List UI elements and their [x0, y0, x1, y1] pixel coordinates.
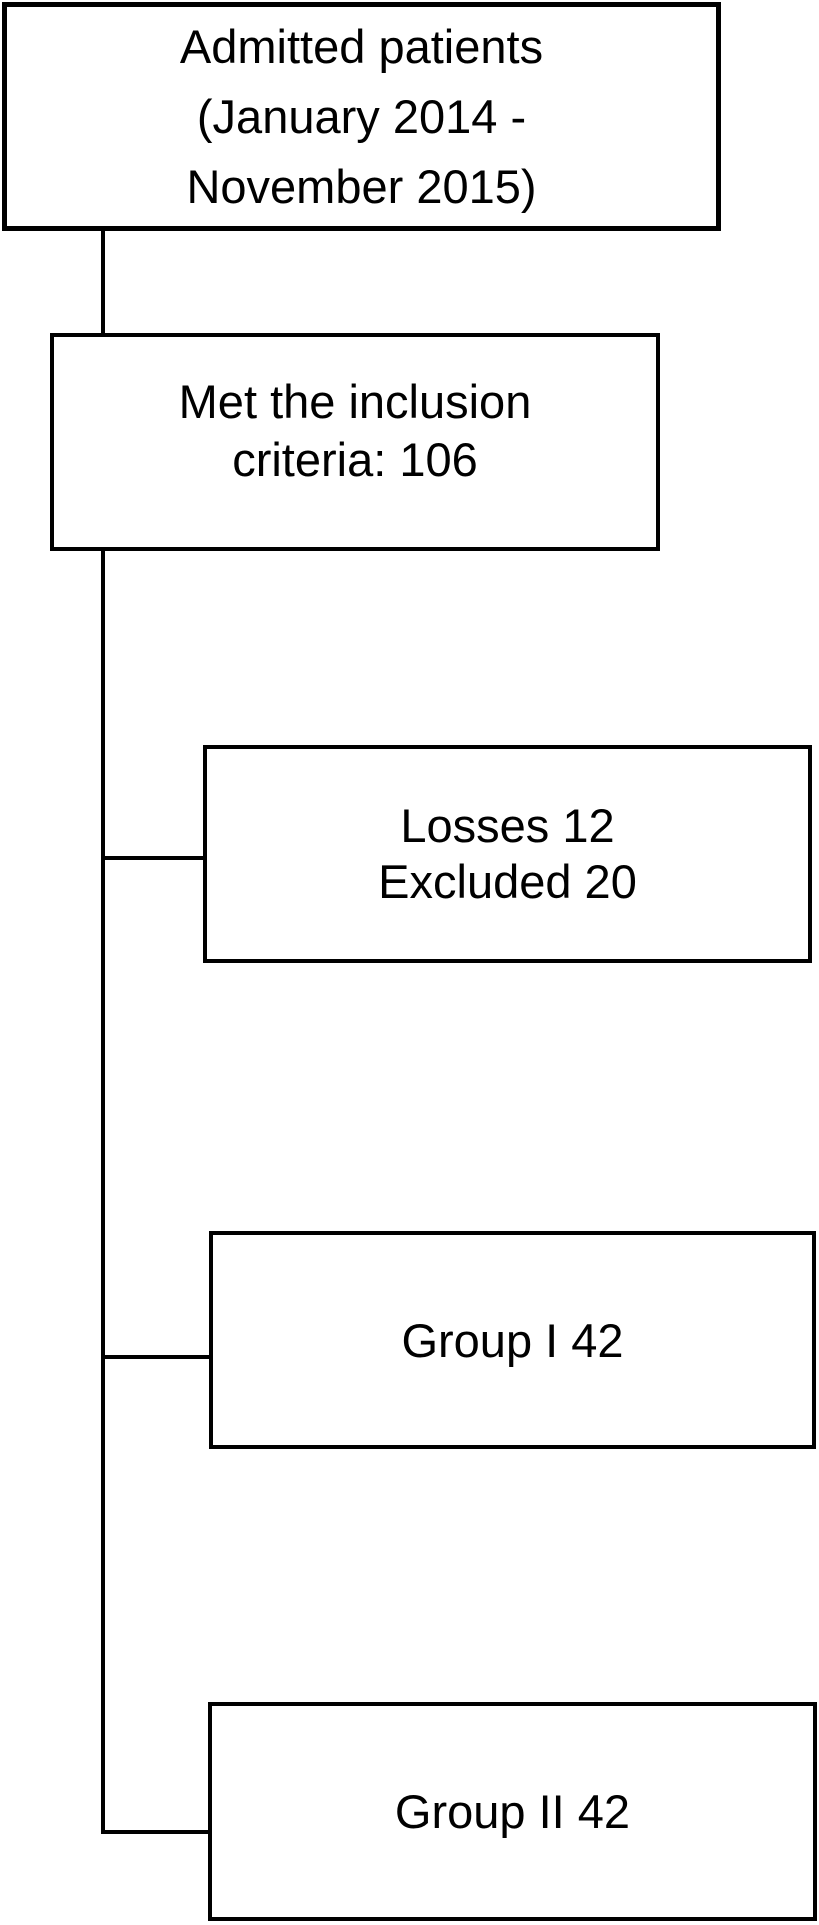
node-losses-excluded: Losses 12 Excluded 20 — [203, 745, 812, 963]
connector-admitted-to-inclusion — [101, 230, 105, 345]
node-met-inclusion-criteria: Met the inclusion criteria: 106 — [50, 333, 660, 551]
connector-branch-losses-excluded — [101, 856, 205, 860]
node-group-1: Group I 42 — [209, 1231, 816, 1449]
node-losses-excluded-line-1: Losses 12 — [400, 799, 615, 852]
node-group-2: Group II 42 — [208, 1702, 817, 1921]
node-admitted-patients-line-2: (January 2014 - — [196, 89, 527, 143]
node-losses-excluded-line-2: Excluded 20 — [378, 855, 637, 908]
node-group-1-label: Group I 42 — [401, 1313, 624, 1367]
node-met-inclusion-criteria-line-1: Met the inclusion — [178, 375, 532, 428]
node-admitted-patients-line-3: November 2015) — [186, 159, 537, 213]
connector-branch-group-2 — [101, 1830, 210, 1834]
connector-branch-group-1 — [101, 1355, 211, 1359]
node-admitted-patients: Admitted patients (January 2014 - Novemb… — [2, 2, 721, 231]
node-group-2-label: Group II 42 — [394, 1785, 631, 1838]
node-admitted-patients-line-1: Admitted patients — [179, 19, 544, 73]
connector-trunk-vertical — [101, 549, 105, 1834]
node-met-inclusion-criteria-line-2: criteria: 106 — [232, 433, 478, 486]
